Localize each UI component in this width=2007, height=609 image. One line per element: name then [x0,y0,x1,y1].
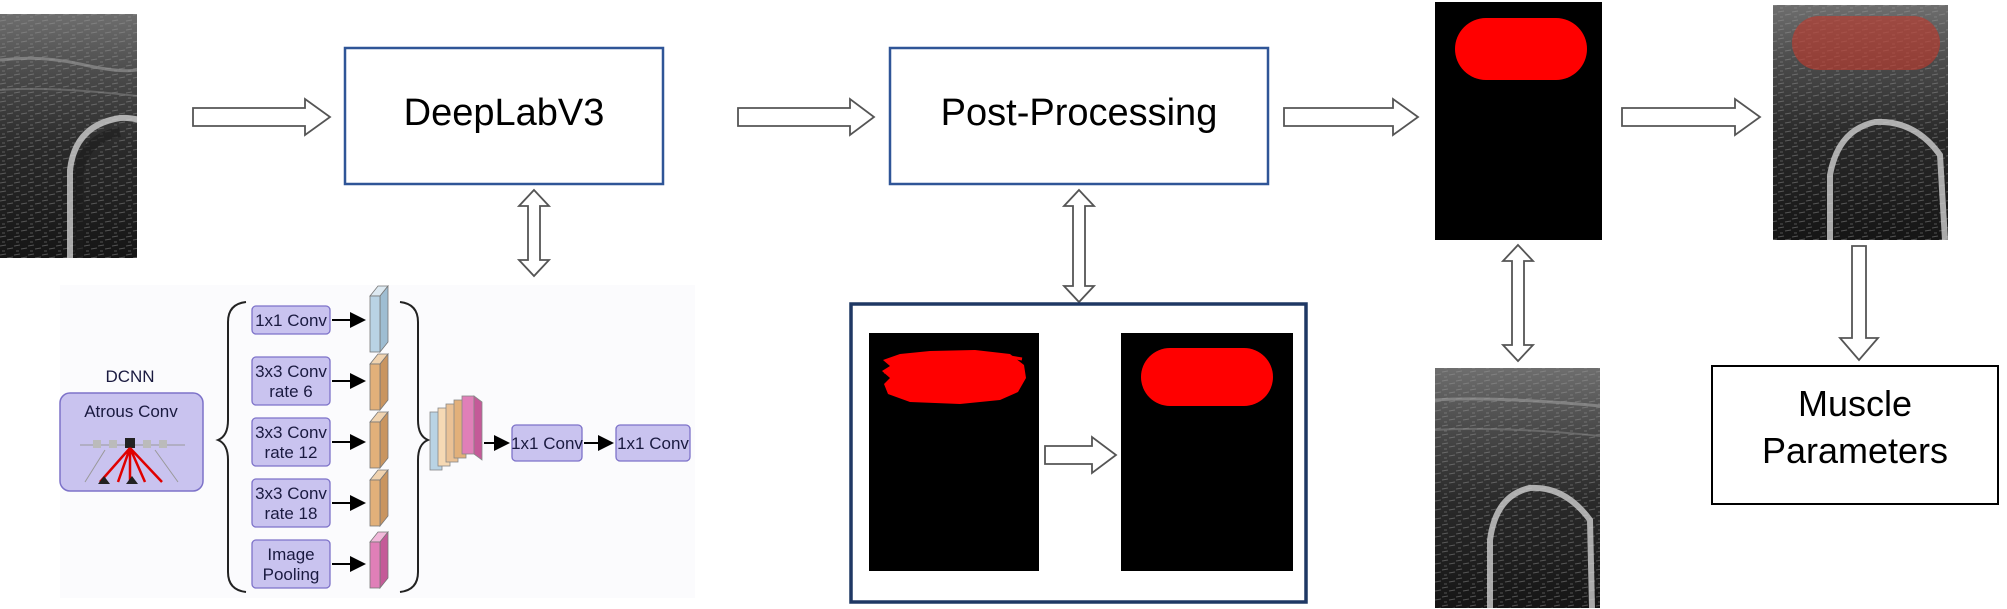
deeplabv3-label: DeepLabV3 [404,92,605,134]
arrow-post-to-mask [1283,97,1420,137]
dcnn-label: DCNN [105,367,154,386]
arrow-input-to-model [192,97,332,137]
svg-text:3x3 Conv: 3x3 Conv [255,484,327,503]
post-processing-label: Post-Processing [941,92,1218,134]
muscle-parameters-box: Muscle Parameters [1711,365,1999,505]
aspp-branch-image-pooling: Image Pooling [251,539,331,589]
overlay-ultrasound-image [1773,5,1948,240]
svg-text:rate 18: rate 18 [265,504,318,523]
aspp-branch-rate18: 3x3 Conv rate 18 [251,478,331,528]
left-brace [215,301,247,593]
arrow-mask-to-overlay [1621,97,1762,137]
deeplabv3-box: DeepLabV3 [343,46,665,186]
svg-text:1x1 Conv: 1x1 Conv [511,434,583,453]
svg-text:3x3 Conv: 3x3 Conv [255,362,327,381]
predicted-mask-image [1435,2,1602,240]
svg-text:Image: Image [267,545,314,564]
input-ultrasound-image [0,14,137,258]
svg-text:Pooling: Pooling [263,565,320,584]
concatenated-features [429,395,483,471]
aspp-branch-rate12: 3x3 Conv rate 12 [251,417,331,467]
muscle-parameters-line2: Parameters [1762,430,1948,471]
aspp-branch-1x1: 1x1 Conv [251,305,331,335]
aspp-architecture: DCNN Atrous Conv 1x1 Conv 3x3 Conv rate … [59,284,695,598]
muscle-parameters-line1: Muscle [1798,383,1912,424]
double-arrow-post-inset [1061,188,1097,304]
post-processing-box: Post-Processing [888,46,1270,186]
feature-map-tan-1 [369,352,389,412]
atrous-kernel-icon [80,438,185,484]
refined-mask-image [1121,333,1293,571]
svg-text:rate 6: rate 6 [269,382,312,401]
double-arrow-mask-ground-truth [1500,243,1536,363]
svg-text:1x1 Conv: 1x1 Conv [255,311,327,330]
svg-text:rate 12: rate 12 [265,443,318,462]
feature-map-tan-2 [369,410,389,470]
aspp-branch-rate6: 3x3 Conv rate 6 [251,356,331,406]
post-conv-1: 1x1 Conv [511,424,583,462]
atrous-conv-label: Atrous Conv [84,402,178,421]
arrow-model-to-post [737,97,876,137]
post-processing-inset [849,302,1308,604]
feature-map-blue [369,284,389,354]
inset-arrow [1044,435,1118,475]
post-conv-2: 1x1 Conv [615,424,691,462]
raw-mask-image [869,333,1039,571]
right-brace [399,301,431,593]
feature-map-pink [369,530,389,590]
svg-text:1x1 Conv: 1x1 Conv [617,434,689,453]
muscle-overlay [1792,16,1940,70]
ground-truth-ultrasound-image [1435,368,1600,608]
svg-text:3x3 Conv: 3x3 Conv [255,423,327,442]
arrow-overlay-to-parameters [1838,245,1880,362]
double-arrow-model-architecture [516,188,552,278]
feature-map-tan-3 [369,468,389,528]
